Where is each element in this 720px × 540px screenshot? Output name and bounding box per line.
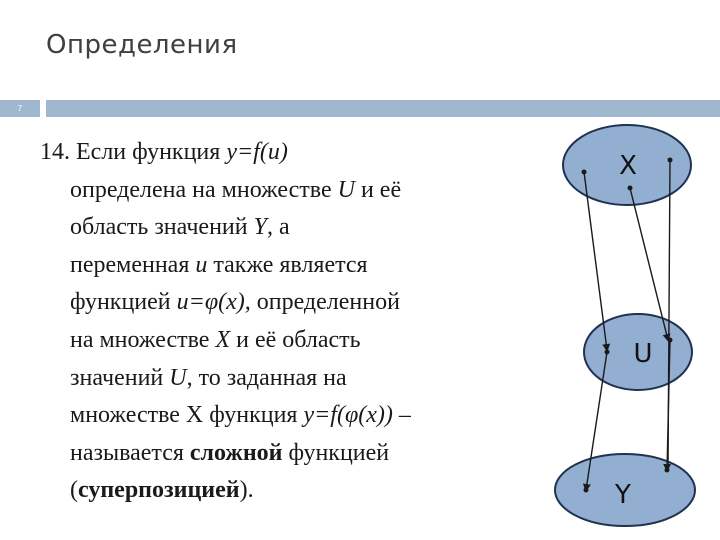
- slide-number-bar: [0, 100, 40, 117]
- set-x-label: X: [619, 151, 637, 181]
- point-x-3: [667, 157, 673, 163]
- slide-title: Определения: [46, 30, 238, 60]
- mapping-arrow-u-to-y-1: [582, 351, 608, 492]
- mapping-arrow-x-to-u-2: [629, 187, 671, 342]
- definition-line-2: определена на множестве U и её: [70, 176, 402, 203]
- set-u-label: U: [633, 339, 652, 369]
- definition-line-1: 14. Если функция y=f(u): [40, 139, 288, 165]
- set-y-label: Y: [614, 480, 631, 510]
- point-y-2: [664, 467, 670, 473]
- definition-line-3: область значений Y, а: [70, 214, 290, 241]
- set-x-ellipse: [562, 124, 692, 206]
- point-x-1: [581, 169, 587, 175]
- point-u-1: [604, 349, 610, 355]
- set-u-ellipse: [583, 313, 693, 391]
- definition-line-7: значений U, то заданная на: [70, 364, 347, 391]
- definition-line-6: на множестве X и её область: [70, 326, 361, 353]
- slide-number: 7: [17, 104, 23, 113]
- point-u-2: [667, 337, 673, 343]
- definition-text: 14. Если функция y=f(u) определена на мн…: [40, 134, 540, 510]
- set-y-ellipse: [554, 453, 696, 527]
- mapping-arrow-x-to-u-1: [583, 171, 611, 352]
- mapping-arrow-x-to-y: [667, 159, 671, 471]
- title-divider-bar: [46, 100, 720, 117]
- definition-line-10: (суперпозицией).: [70, 477, 254, 504]
- definition-line-4: переменная u также является: [70, 251, 368, 278]
- definition-line-9: называется сложной функцией: [70, 439, 390, 466]
- definition-line-5: функцией u=φ(x), определенной: [70, 289, 400, 316]
- point-y-1: [583, 487, 589, 493]
- definition-line-8: множестве Х функция y=f(φ(x)) –: [70, 402, 411, 429]
- point-x-2: [627, 185, 633, 191]
